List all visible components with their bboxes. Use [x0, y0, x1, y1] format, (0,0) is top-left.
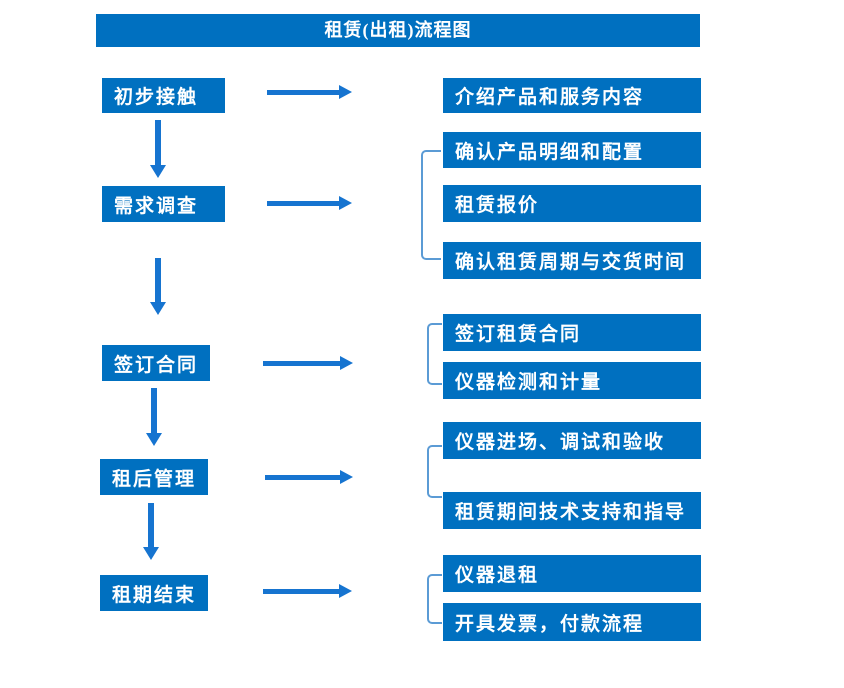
down-arrow-4: [143, 503, 159, 560]
down-arrow-1: [150, 120, 166, 178]
detail-box-introduce-products: 介绍产品和服务内容: [443, 78, 701, 113]
detail-box-instrument-return: 仪器退租: [443, 555, 701, 592]
stage-box-sign-contract: 签订合同: [102, 345, 210, 381]
detail-box-sign-rental-contract: 签订租赁合同: [443, 314, 701, 351]
group-bracket-post-rental: [427, 445, 442, 498]
group-bracket-sign-contract: [427, 323, 442, 385]
detail-box-confirm-rental-period: 确认租赁周期与交货时间: [443, 242, 701, 279]
diagram-title: 租赁(出租)流程图: [96, 14, 700, 47]
stage-box-post-rental-management: 租后管理: [100, 459, 208, 495]
stage-box-demand-survey: 需求调查: [102, 186, 225, 222]
down-arrow-3: [146, 388, 162, 446]
right-arrow-3: [263, 356, 353, 370]
down-arrow-2: [150, 258, 166, 315]
detail-box-rental-quote: 租赁报价: [443, 185, 701, 222]
right-arrow-5: [263, 584, 352, 598]
detail-box-technical-support: 租赁期间技术支持和指导: [443, 492, 701, 529]
detail-box-instrument-testing: 仪器检测和计量: [443, 362, 701, 399]
detail-box-confirm-product-details: 确认产品明细和配置: [443, 132, 701, 168]
group-bracket-demand-survey: [421, 150, 441, 260]
stage-box-initial-contact: 初步接触: [102, 78, 225, 113]
group-bracket-rental-end: [427, 574, 442, 624]
right-arrow-4: [265, 470, 353, 484]
detail-box-instrument-entry-debug: 仪器进场、调试和验收: [443, 422, 701, 459]
right-arrow-1: [267, 85, 352, 99]
detail-box-invoice-payment: 开具发票，付款流程: [443, 603, 701, 641]
stage-box-rental-end: 租期结束: [100, 575, 208, 611]
right-arrow-2: [267, 196, 352, 210]
